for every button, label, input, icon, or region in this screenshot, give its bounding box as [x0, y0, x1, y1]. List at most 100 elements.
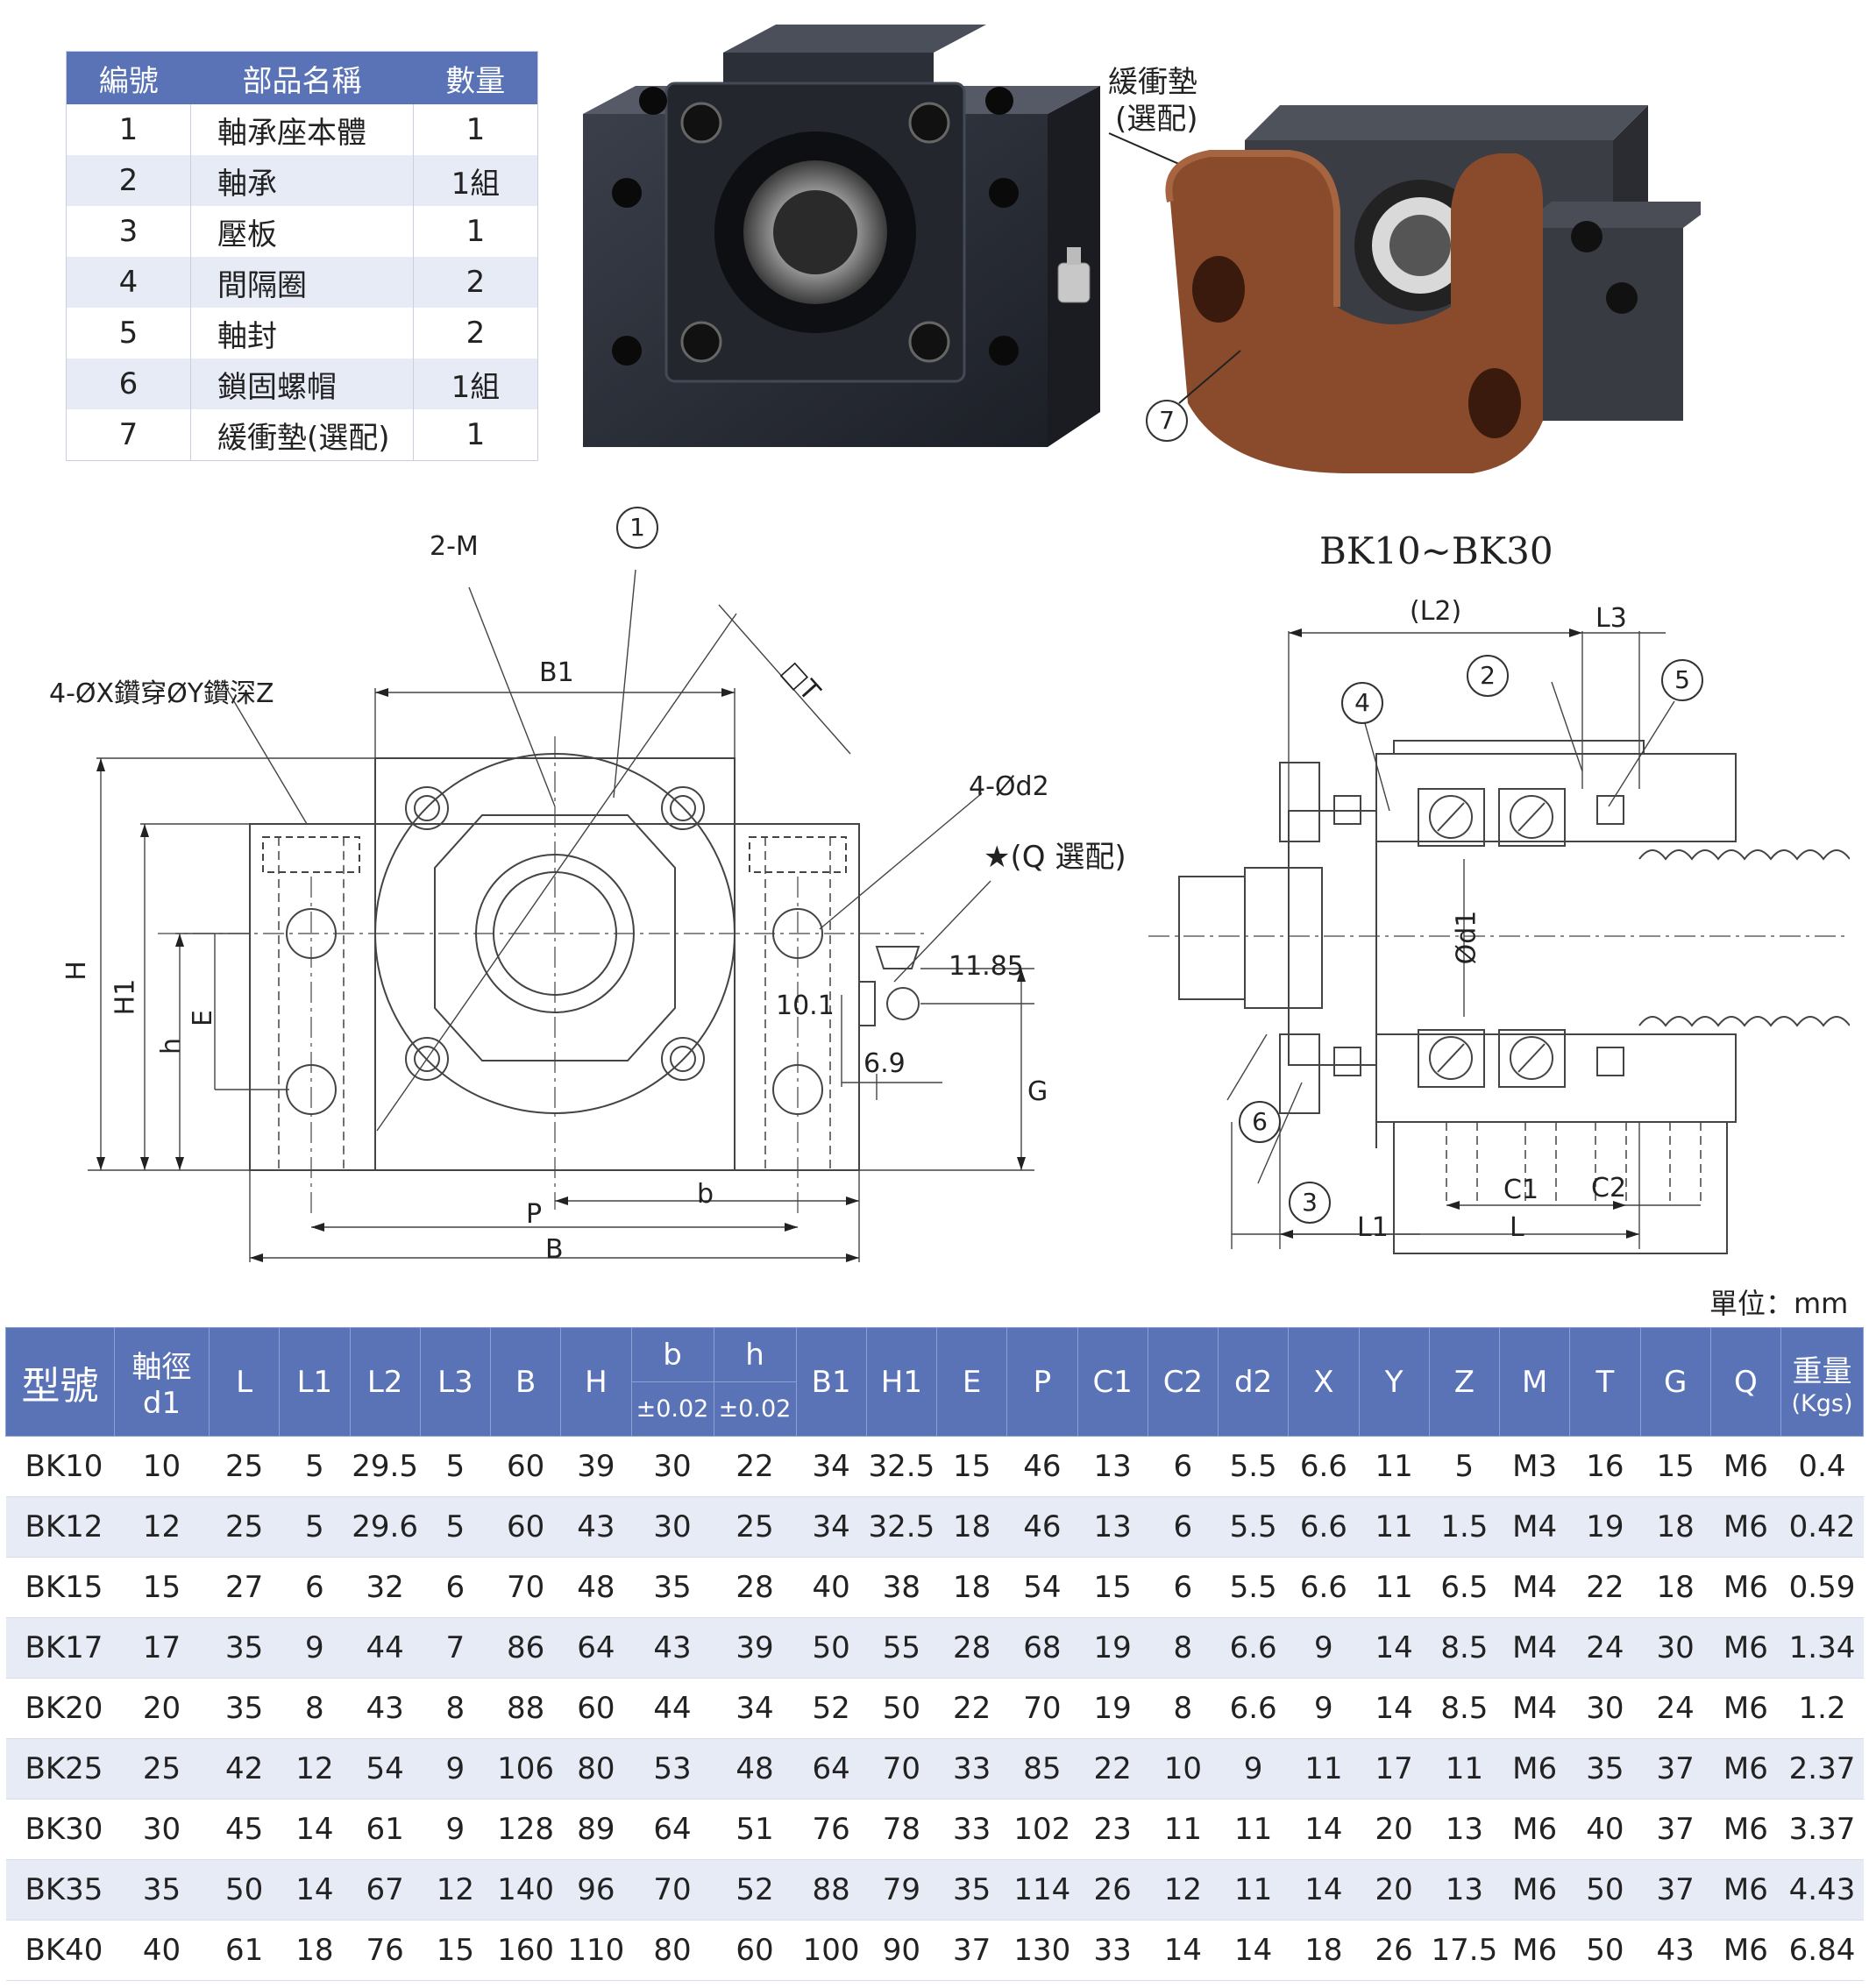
parts-cell: 1: [413, 409, 538, 461]
spec-header-col: Y: [1358, 1327, 1430, 1437]
spec-cell: M6: [1710, 1678, 1781, 1739]
spec-cell: 18: [936, 1496, 1007, 1558]
spec-cell: 48: [714, 1738, 796, 1800]
spec-cell: 5: [279, 1436, 350, 1497]
spec-cell: 11: [1288, 1738, 1359, 1800]
spec-cell: 70: [631, 1859, 714, 1921]
spec-cell: 130: [1006, 1920, 1077, 1981]
spec-cell: 35: [1569, 1738, 1640, 1800]
spec-cell: 106: [490, 1738, 561, 1800]
spec-cell: M6: [1499, 1799, 1570, 1860]
spec-cell: 28: [936, 1617, 1007, 1679]
spec-cell: 35: [209, 1678, 280, 1739]
spec-cell: 5: [279, 1496, 350, 1558]
side-view-title: BK10~BK30: [1319, 529, 1553, 572]
spec-cell: 52: [714, 1859, 796, 1921]
callout-4: 4: [1341, 682, 1383, 724]
spec-cell: 10: [1148, 1738, 1219, 1800]
spec-cell: 6: [1148, 1436, 1219, 1497]
spec-cell: 8: [279, 1678, 350, 1739]
spec-cell: 25: [209, 1436, 280, 1497]
spec-cell: 15: [936, 1436, 1007, 1497]
spec-cell: 22: [714, 1436, 796, 1497]
spec-cell: 5: [1429, 1436, 1500, 1497]
spec-cell: BK17: [5, 1617, 115, 1679]
spec-cell: BK30: [5, 1799, 115, 1860]
spec-cell: 54: [350, 1738, 421, 1800]
spec-cell: 24: [1640, 1678, 1711, 1739]
spec-cell: M6: [1710, 1436, 1781, 1497]
spec-cell: 13: [1429, 1859, 1500, 1921]
label-l: L: [1510, 1212, 1524, 1243]
spec-cell: 70: [1006, 1678, 1077, 1739]
parts-cell: 鎖固螺帽: [190, 359, 414, 409]
spec-cell: 43: [1640, 1920, 1711, 1981]
parts-cell: 間隔圈: [190, 257, 414, 308]
label-e: E: [187, 1010, 218, 1026]
spec-cell: 44: [631, 1678, 714, 1739]
spec-cell: 11: [1429, 1738, 1500, 1800]
parts-cell: 1: [413, 104, 538, 155]
spec-header-model: 型號: [5, 1327, 115, 1437]
spec-cell: 85: [1006, 1738, 1077, 1800]
parts-cell: 5: [66, 308, 191, 359]
spec-header-col: G: [1639, 1327, 1711, 1437]
spec-header-h-tol: ±0.02: [713, 1381, 797, 1437]
spec-header-col: L3: [419, 1327, 492, 1437]
spec-cell: BK35: [5, 1859, 115, 1921]
spec-cell: 9: [1288, 1617, 1359, 1679]
spec-cell: 86: [490, 1617, 561, 1679]
spec-cell: M6: [1499, 1738, 1570, 1800]
label-b1: B1: [539, 657, 574, 688]
spec-cell: M6: [1710, 1617, 1781, 1679]
spec-header-shaft-line2: d1: [142, 1386, 181, 1421]
label-h1: H1: [110, 978, 141, 1016]
spec-header-col: E: [935, 1327, 1008, 1437]
spec-cell: 89: [560, 1799, 631, 1860]
spec-header-col: T: [1569, 1327, 1641, 1437]
spec-cell: 22: [1569, 1557, 1640, 1618]
spec-cell: 39: [560, 1436, 631, 1497]
spec-cell: 40: [796, 1557, 867, 1618]
spec-cell: 110: [560, 1920, 631, 1981]
spec-cell: 40: [114, 1920, 210, 1981]
spec-cell: 8: [1148, 1617, 1219, 1679]
spec-cell: M4: [1499, 1678, 1570, 1739]
spec-cell: 6.6: [1288, 1557, 1359, 1618]
spec-cell: 11: [1359, 1557, 1430, 1618]
parts-header-no: 編號: [66, 51, 191, 104]
label-l3: L3: [1595, 603, 1627, 634]
spec-cell: 18: [936, 1557, 1007, 1618]
spec-cell: 34: [796, 1436, 867, 1497]
spec-cell: 22: [1077, 1738, 1148, 1800]
spec-cell: 1.34: [1780, 1617, 1864, 1679]
spec-cell: 0.59: [1780, 1557, 1864, 1618]
spec-cell: 70: [866, 1738, 937, 1800]
spec-cell: 13: [1429, 1799, 1500, 1860]
unit-note: 單位：mm: [1709, 1287, 1849, 1320]
spec-header-col: d2: [1217, 1327, 1290, 1437]
spec-cell: 102: [1006, 1799, 1077, 1860]
spec-cell: 27: [209, 1557, 280, 1618]
spec-cell: 0.42: [1780, 1496, 1864, 1558]
label-l2: (L2): [1410, 596, 1462, 627]
spec-header-col: P: [1006, 1327, 1078, 1437]
spec-cell: 35: [631, 1557, 714, 1618]
spec-cell: BK25: [5, 1738, 115, 1800]
side-view-drawing: [1148, 628, 1850, 1254]
spec-cell: 34: [714, 1678, 796, 1739]
parts-header-qty: 數量: [413, 51, 538, 104]
spec-cell: 50: [866, 1678, 937, 1739]
spec-cell: 20: [1359, 1799, 1430, 1860]
spec-cell: BK12: [5, 1496, 115, 1558]
spec-cell: 64: [631, 1799, 714, 1860]
parts-cell: 4: [66, 257, 191, 308]
buffer-label-1: 緩衝墊: [1108, 65, 1197, 100]
spec-cell: 15: [114, 1557, 210, 1618]
spec-cell: 30: [1640, 1617, 1711, 1679]
spec-cell: BK15: [5, 1557, 115, 1618]
